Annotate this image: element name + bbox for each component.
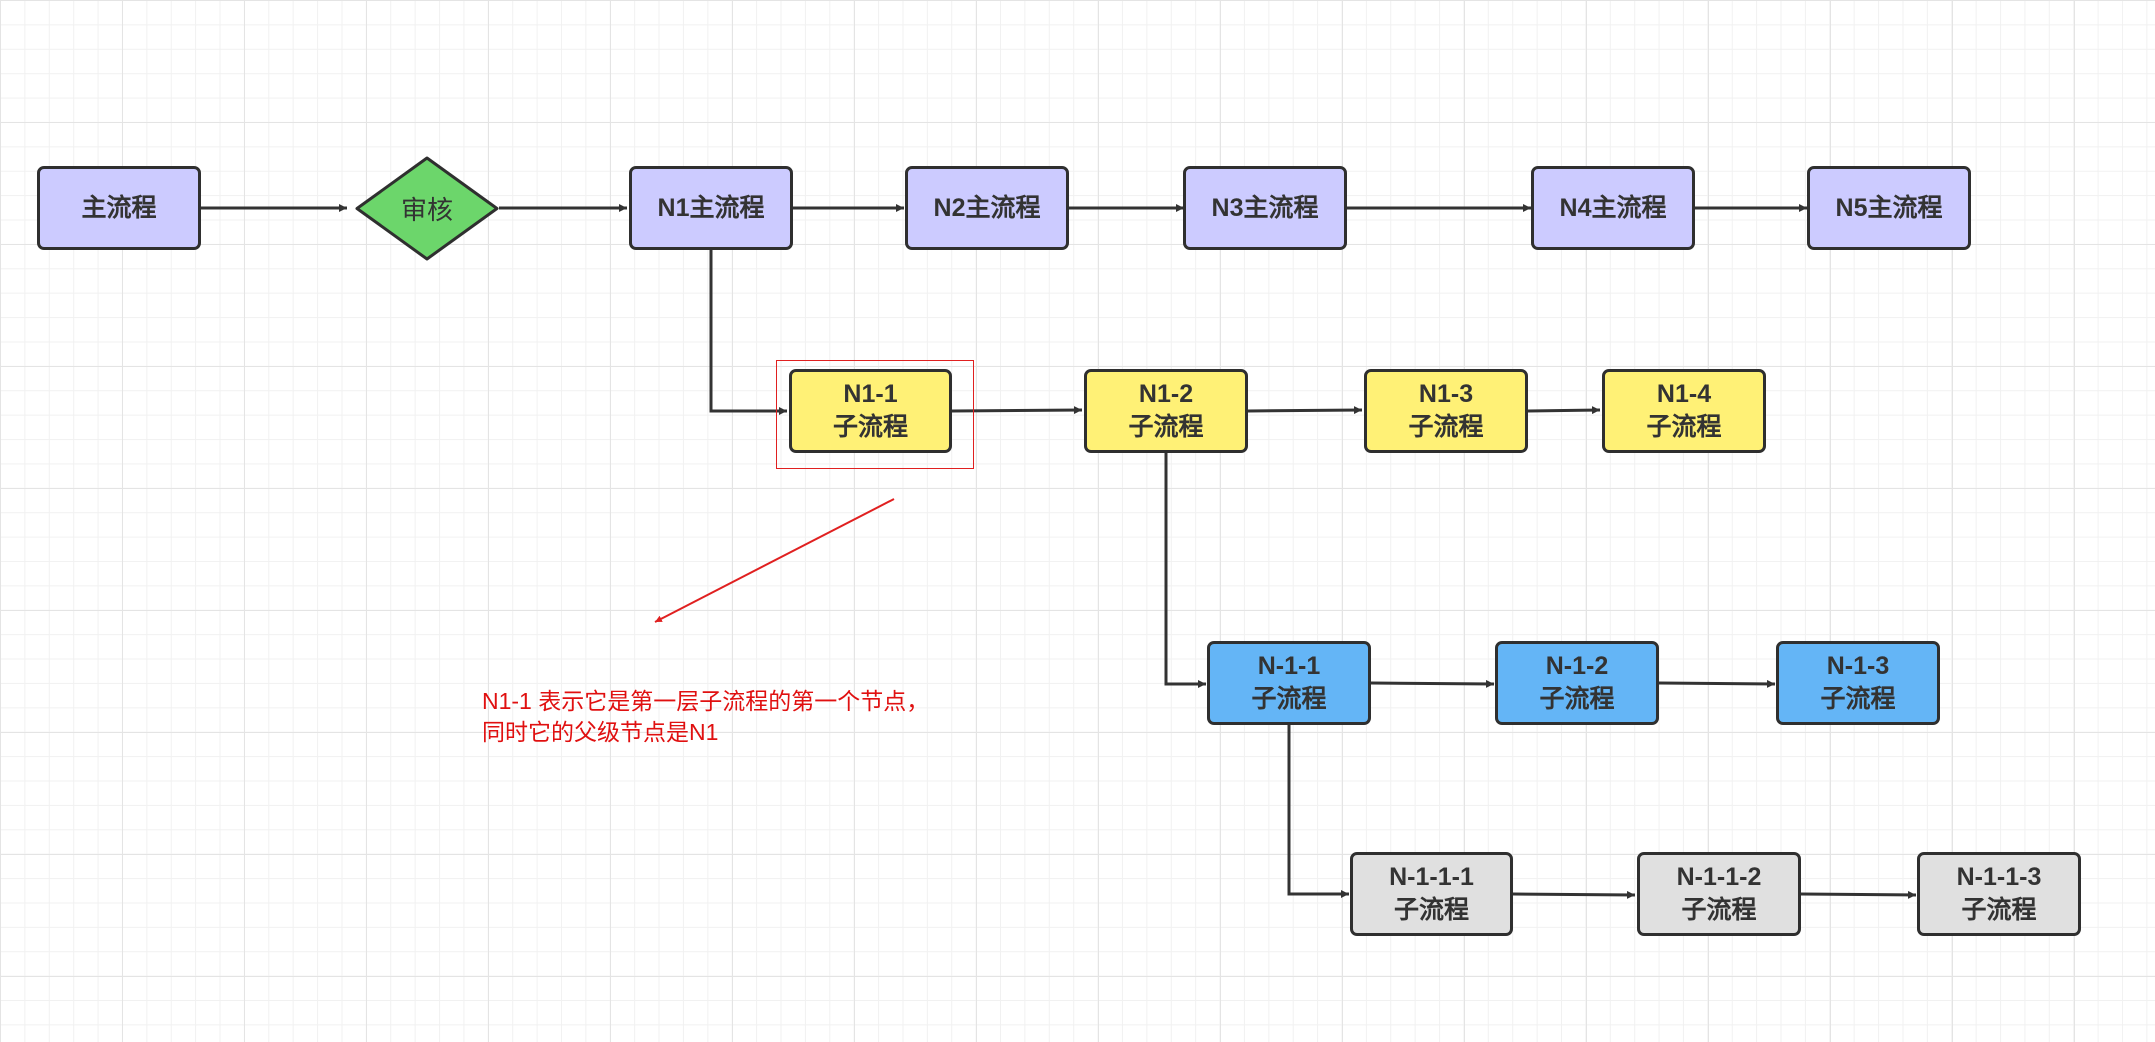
n-1-3-node[interactable]: N-1-3 子流程: [1776, 641, 1940, 725]
n-1-2-label: 子流程: [1539, 685, 1615, 713]
annotation-arrow: [654, 498, 895, 623]
annotation-line-1: N1-1 表示它是第一层子流程的第一个节点，: [482, 688, 930, 714]
n1-2-node[interactable]: N1-2 子流程: [1084, 369, 1248, 453]
n-1-1-3-node[interactable]: N-1-1-3 子流程: [1917, 852, 2081, 936]
n-1-1-label: 子流程: [1251, 685, 1327, 713]
decision-diamond: [355, 156, 499, 261]
n-1-2-id: N-1-2: [1545, 652, 1609, 680]
n1-1-label: 子流程: [832, 413, 908, 441]
n5-main-label: N5主流程: [1835, 193, 1943, 222]
n-1-1-id: N-1-1: [1257, 652, 1321, 680]
n2-main-node[interactable]: N2主流程: [905, 166, 1069, 250]
n1-main-label: N1主流程: [657, 193, 765, 222]
n-1-2-node[interactable]: N-1-2 子流程: [1495, 641, 1659, 725]
start-node-label: 主流程: [81, 193, 157, 222]
n1-2-id: N1-2: [1138, 380, 1194, 408]
n-1-1-1-node[interactable]: N-1-1-1 子流程: [1350, 852, 1513, 936]
n1-4-id: N1-4: [1656, 380, 1712, 408]
n1-4-node[interactable]: N1-4 子流程: [1602, 369, 1766, 453]
n1-1-id: N1-1: [843, 380, 898, 408]
n1-3-node[interactable]: N1-3 子流程: [1364, 369, 1528, 453]
edge-n-1-1-to-n-1-2: [1370, 679, 1495, 688]
n2-main-label: N2主流程: [933, 193, 1041, 222]
decision-node[interactable]: 审核: [355, 156, 499, 261]
n-1-1-node[interactable]: N-1-1 子流程: [1207, 641, 1371, 725]
n1-1-node[interactable]: N1-1 子流程: [789, 369, 952, 453]
n-1-1-3-id: N-1-1-3: [1956, 863, 2042, 891]
n-1-1-2-label: 子流程: [1681, 896, 1757, 924]
edge-n1-2-to-n-1-1: [1164, 453, 1206, 688]
n3-main-node[interactable]: N3主流程: [1183, 166, 1347, 250]
n-1-1-1-id: N-1-1-1: [1389, 863, 1474, 891]
n-1-1-3-label: 子流程: [1961, 896, 2037, 924]
edge-n-1-1-2-to-n-1-1-3: [1800, 890, 1917, 899]
n-1-3-label: 子流程: [1820, 685, 1896, 713]
n-1-1-2-node[interactable]: N-1-1-2 子流程: [1637, 852, 1801, 936]
annotation-line-2: 同时它的父级节点是N1: [482, 719, 719, 745]
n4-main-node[interactable]: N4主流程: [1531, 166, 1695, 250]
annotation-text: N1-1 表示它是第一层子流程的第一个节点， 同时它的父级节点是N1: [482, 686, 929, 748]
edge-n-1-2-to-n-1-3: [1658, 679, 1776, 688]
n-1-3-id: N-1-3: [1826, 652, 1890, 680]
edge-n1-to-n1-1: [709, 250, 787, 415]
edge-n1-2-to-n1-3: [1247, 406, 1363, 415]
n1-1-highlight-box: [776, 360, 974, 469]
n1-3-label: 子流程: [1408, 413, 1484, 441]
n-1-1-1-label: 子流程: [1393, 896, 1469, 924]
n3-main-label: N3主流程: [1211, 193, 1319, 222]
n1-3-id: N1-3: [1418, 380, 1474, 408]
n1-main-node[interactable]: N1主流程: [629, 166, 793, 250]
n-1-1-2-id: N-1-1-2: [1676, 863, 1762, 891]
edge-n-1-1-1-to-n-1-1-2: [1512, 890, 1636, 899]
n4-main-label: N4主流程: [1559, 193, 1667, 222]
edge-n-1-1-to-n-1-1-1: [1287, 725, 1349, 898]
n1-2-label: 子流程: [1128, 413, 1204, 441]
start-node[interactable]: 主流程: [37, 166, 201, 250]
n1-4-label: 子流程: [1646, 413, 1722, 441]
n5-main-node[interactable]: N5主流程: [1807, 166, 1971, 250]
edge-n1-3-to-n1-4: [1527, 406, 1601, 415]
decision-node-label: 审核: [400, 195, 453, 225]
